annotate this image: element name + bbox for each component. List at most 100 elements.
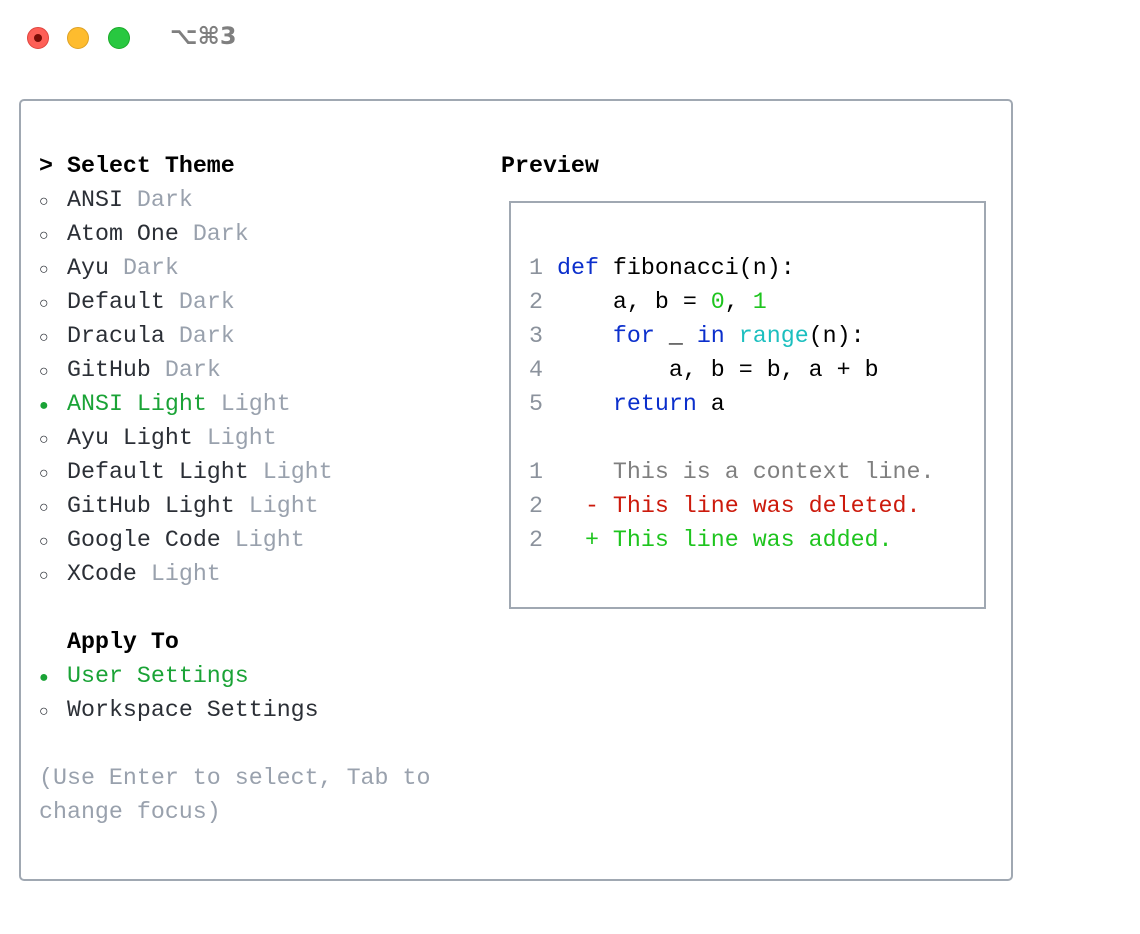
item-type: Light	[150, 561, 221, 587]
list-item-ayu-light[interactable]: ○ Ayu Light Light	[39, 421, 277, 457]
item-type: Light	[262, 459, 333, 485]
code-token-code: _	[654, 323, 697, 349]
radio-empty-icon: ○	[39, 227, 59, 245]
radio-empty-icon: ○	[39, 431, 59, 449]
list-item-user-settings[interactable]: ● User Settings	[39, 659, 249, 695]
list-item-ayu[interactable]: ○ Ayu Dark	[39, 251, 179, 287]
item-name: Default Light	[67, 459, 249, 485]
radio-empty-icon: ○	[39, 261, 59, 279]
item-type: Light	[220, 391, 291, 417]
line-number: 3	[529, 323, 543, 349]
code-token-code: ,	[724, 289, 753, 315]
diff-line-number: 1	[529, 459, 543, 485]
close-icon	[34, 34, 42, 42]
item-name: Default	[67, 289, 165, 315]
diff-line-number: 2	[529, 527, 543, 553]
item-type: Dark	[136, 187, 193, 213]
radio-empty-icon: ○	[39, 295, 59, 313]
code-token-code	[725, 323, 739, 349]
item-type: Dark	[122, 255, 179, 281]
theme-cursor: >	[39, 153, 53, 179]
list-item-google-code[interactable]: ○ Google Code Light	[39, 523, 305, 559]
code-token-code: a	[696, 391, 725, 417]
item-name: ANSI Light	[67, 391, 207, 417]
radio-empty-icon: ○	[39, 363, 59, 381]
item-name: Ayu Light	[67, 425, 193, 451]
preview-heading: Preview	[501, 153, 599, 179]
item-name: Workspace Settings	[67, 697, 319, 723]
item-type: Light	[248, 493, 319, 519]
list-item-default[interactable]: ○ Default Dark	[39, 285, 235, 321]
item-type: Dark	[178, 289, 235, 315]
item-name: XCode	[67, 561, 137, 587]
radio-empty-icon: ○	[39, 533, 59, 551]
radio-empty-icon: ○	[39, 567, 59, 585]
code-line: a, b = b, a + b	[557, 353, 879, 387]
code-token-kw: return	[612, 391, 697, 417]
dialog-frame	[19, 99, 1013, 881]
code-line: a, b = 0, 1	[557, 285, 767, 319]
radio-empty-icon: ○	[39, 499, 59, 517]
hint-line-2: change focus)	[39, 799, 221, 825]
list-item-xcode[interactable]: ○ XCode Light	[39, 557, 221, 593]
line-number: 1	[529, 255, 543, 281]
item-name: Ayu	[67, 255, 109, 281]
list-item-atom-one[interactable]: ○ Atom One Dark	[39, 217, 249, 253]
item-type: Light	[234, 527, 305, 553]
maximize-button[interactable]	[108, 27, 130, 49]
item-name: ANSI	[67, 187, 123, 213]
item-name: User Settings	[67, 663, 249, 689]
item-type: Dark	[164, 357, 221, 383]
hint-line-1: (Use Enter to select, Tab to	[39, 765, 431, 791]
code-line: return a	[557, 387, 725, 421]
line-number: 2	[529, 289, 543, 315]
diff-line-ctx: This is a context line.	[543, 459, 935, 485]
code-token-code: a, b = b, a + b	[557, 357, 879, 383]
list-item-dracula[interactable]: ○ Dracula Dark	[39, 319, 235, 355]
theme-heading: Select Theme	[67, 153, 235, 179]
list-item-github-light[interactable]: ○ GitHub Light Light	[39, 489, 319, 525]
item-name: Atom One	[67, 221, 179, 247]
code-token-bi: range	[738, 323, 809, 349]
item-name: Google Code	[67, 527, 221, 553]
radio-empty-icon: ○	[39, 193, 59, 211]
item-type: Dark	[178, 323, 235, 349]
close-button[interactable]	[27, 27, 49, 49]
list-item-github[interactable]: ○ GitHub Dark	[39, 353, 221, 389]
item-name: Dracula	[67, 323, 165, 349]
code-token-kw: def	[557, 255, 599, 281]
window-title: ⌥⌘3	[170, 22, 237, 50]
item-name: GitHub	[67, 357, 151, 383]
list-item-workspace-settings[interactable]: ○ Workspace Settings	[39, 693, 319, 729]
list-item-default-light[interactable]: ○ Default Light Light	[39, 455, 333, 491]
diff-line-del: - This line was deleted.	[543, 493, 921, 519]
code-line: for _ in range(n):	[557, 319, 865, 353]
item-type: Dark	[192, 221, 249, 247]
diff-line-add: + This line was added.	[543, 527, 893, 553]
radio-empty-icon: ○	[39, 465, 59, 483]
apply-to-heading: Apply To	[67, 629, 179, 655]
radio-empty-icon: ○	[39, 703, 59, 721]
code-token-code: (n):	[808, 323, 865, 349]
list-item-ansi[interactable]: ○ ANSI Dark	[39, 183, 193, 219]
list-item-ansi-light[interactable]: ● ANSI Light Light	[39, 387, 291, 423]
code-token-kw: for	[612, 323, 655, 349]
item-type: Light	[206, 425, 277, 451]
code-token-code: a, b =	[557, 289, 711, 315]
code-line: def fibonacci(n):	[557, 251, 795, 285]
code-token-num: 0	[710, 289, 725, 315]
radio-empty-icon: ○	[39, 329, 59, 347]
item-name: GitHub Light	[67, 493, 235, 519]
line-number: 4	[529, 357, 543, 383]
code-token-code: fibonacci(n):	[598, 255, 795, 281]
minimize-button[interactable]	[67, 27, 89, 49]
preview-box	[509, 201, 986, 609]
code-token-code	[557, 323, 613, 349]
radio-filled-icon: ●	[39, 669, 59, 687]
line-number: 5	[529, 391, 543, 417]
diff-line-number: 2	[529, 493, 543, 519]
code-token-kw: in	[696, 323, 725, 349]
code-token-num: 1	[752, 289, 767, 315]
radio-filled-icon: ●	[39, 397, 59, 415]
code-token-code	[557, 391, 613, 417]
